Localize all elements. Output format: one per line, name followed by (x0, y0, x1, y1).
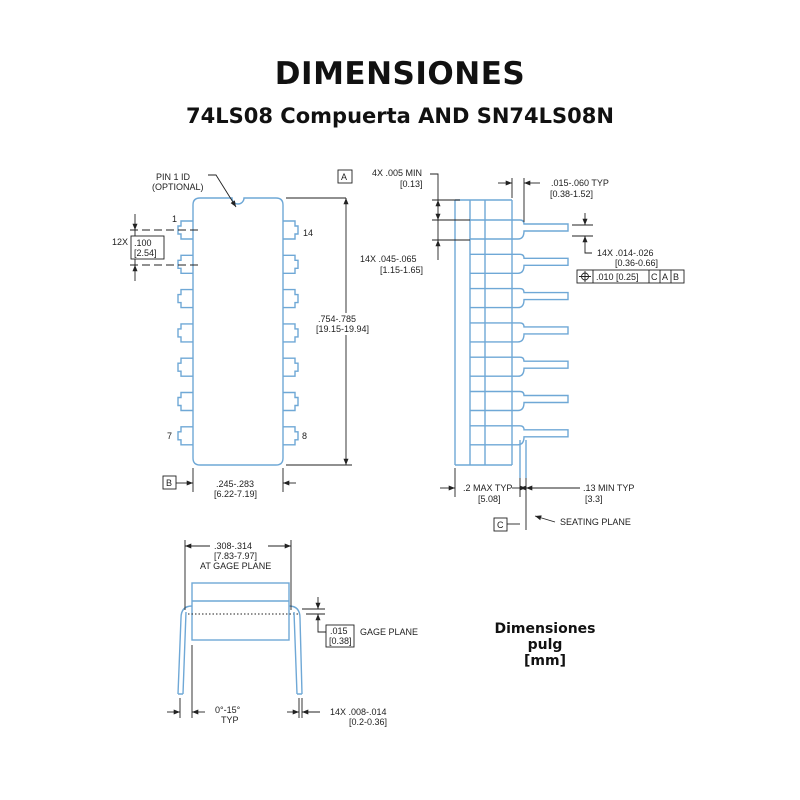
end-lead-mm: [0.2-0.36] (349, 717, 387, 727)
gage-in: .015 (330, 626, 348, 636)
datum-b: B (166, 478, 172, 488)
tolerance-value: .010 [0.25] (596, 272, 639, 282)
width-mm: [6.22-7.19] (214, 489, 257, 499)
upper-lead-in: 14X .045-.065 (360, 254, 417, 264)
gage-mm: [0.38] (329, 636, 352, 646)
shoulder-mm: [0.38-1.52] (550, 189, 593, 199)
angle-typ: TYP (221, 715, 239, 725)
pin1-id-label: PIN 1 ID (156, 172, 191, 182)
pitch-mm: [2.54] (134, 248, 157, 258)
max-mm: [5.08] (478, 494, 501, 504)
tolerance-datum-b: B (673, 272, 679, 282)
pin-left (177, 357, 193, 377)
datum-a: A (341, 172, 347, 182)
min-typ-mm: [3.3] (585, 494, 603, 504)
pitch-prefix: 12X (112, 237, 128, 247)
legend-inches: pulg (527, 637, 563, 653)
shoulder-in: .015-.060 TYP (551, 178, 609, 188)
side-lead (470, 287, 569, 309)
gage-plane-label: GAGE PLANE (360, 627, 418, 637)
pitch-in: .100 (134, 238, 152, 248)
pin-right (283, 288, 299, 309)
side-lead (470, 322, 569, 343)
legend-mm: [mm] (524, 653, 566, 669)
lead-mm: [0.36-0.66] (615, 258, 658, 268)
span-mm: [7.83-7.97] (214, 551, 257, 561)
optional-label: (OPTIONAL) (152, 182, 204, 192)
pin-7-label: 7 (167, 431, 172, 441)
end-view: .308-.314 [7.83-7.97] AT GAGE PLANE .015… (167, 540, 418, 727)
pin-14-label: 14 (303, 228, 313, 238)
pin-right (283, 391, 299, 412)
seating-plane-label: SEATING PLANE (560, 517, 631, 527)
top-view: PIN 1 ID (OPTIONAL) 1 14 7 8 12X .100 [2… (112, 169, 369, 499)
page-subtitle: 74LS08 Compuerta AND SN74LS08N (186, 104, 614, 128)
min-typ-in: .13 MIN TYP (583, 483, 634, 493)
span-note: AT GAGE PLANE (200, 561, 271, 571)
lead-in: 14X .014-.026 (597, 248, 654, 258)
pin-left (177, 391, 193, 412)
pin-left (177, 288, 193, 309)
pin-right (283, 323, 299, 343)
pin-left (177, 323, 193, 343)
pin-8-label: 8 (302, 431, 307, 441)
span-in: .308-.314 (214, 541, 252, 551)
package-body (192, 197, 284, 466)
tolerance-datum-a: A (662, 272, 668, 282)
position-icon (579, 271, 591, 282)
side-lead (470, 390, 569, 412)
pin-left (177, 254, 193, 274)
length-mm: [19.15-19.94] (316, 324, 369, 334)
width-in: .245-.283 (216, 479, 254, 489)
side-lead (470, 425, 569, 446)
min-in: 4X .005 MIN (372, 168, 422, 178)
side-lead (470, 253, 569, 274)
end-lead-in: 14X .008-.014 (330, 707, 387, 717)
page-title: DIMENSIONES (274, 56, 526, 92)
tolerance-datum-c: C (651, 272, 658, 282)
angle-label: 0°-15° (215, 705, 241, 715)
pin-left (177, 426, 193, 446)
side-lead (470, 219, 569, 240)
pin-right (283, 426, 299, 446)
pin-right (283, 357, 299, 377)
max-in: .2 MAX TYP (463, 483, 512, 493)
datum-c: C (497, 520, 504, 530)
pin-1-label: 1 (172, 214, 177, 224)
min-mm: [0.13] (400, 179, 423, 189)
side-view: 4X .005 MIN [0.13] 14X .045-.065 [1.15-1… (360, 168, 685, 532)
pins (177, 220, 299, 446)
pin-right (283, 254, 299, 274)
pin-right (283, 220, 299, 240)
units-legend: Dimensiones pulg [mm] (470, 621, 620, 669)
legend-title: Dimensiones (494, 621, 596, 637)
length-in: .754-.785 (318, 314, 356, 324)
side-lead (470, 356, 569, 377)
position-tolerance-frame: .010 [0.25] C A B (576, 269, 685, 284)
upper-lead-mm: [1.15-1.65] (380, 265, 423, 275)
